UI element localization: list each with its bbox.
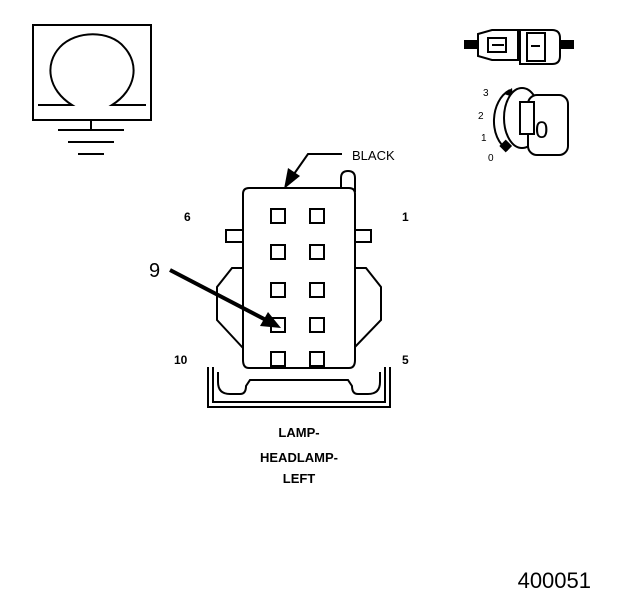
pin-cavity	[309, 208, 325, 224]
ignition-position-1: 1	[481, 133, 487, 144]
pin-cavity	[309, 317, 325, 333]
pin-cavity	[309, 351, 325, 367]
ground-icon	[58, 120, 124, 155]
connector-name-line-2: HEADLAMP-	[260, 450, 338, 465]
connector-name-line-3: LEFT	[283, 471, 316, 486]
ignition-position-3: 3	[483, 88, 489, 99]
connector-separated-icon	[464, 29, 574, 65]
pin-cavity	[270, 244, 286, 260]
connector-shroud	[207, 367, 391, 408]
wire-color-leader	[284, 153, 342, 189]
ignition-key-position: 0	[535, 117, 548, 144]
ignition-key-icon	[493, 87, 569, 156]
ignition-position-0: 0	[488, 153, 494, 164]
figure-id: 400051	[518, 568, 591, 593]
pin-cavities	[270, 208, 325, 367]
pin-cavity	[270, 208, 286, 224]
pin-cavity	[309, 282, 325, 298]
pin-label-5: 5	[402, 353, 409, 367]
connector-body	[216, 169, 382, 395]
pin-label-6: 6	[184, 210, 191, 224]
pin-cavity	[270, 351, 286, 367]
pin-callout-label: 9	[149, 260, 160, 282]
wire-color-label: BLACK	[352, 148, 395, 163]
pin-label-10: 10	[174, 353, 188, 367]
pin-label-1: 1	[402, 210, 409, 224]
pin-cavity	[270, 282, 286, 298]
ohm-icon	[32, 24, 152, 121]
connector-name-line-1: LAMP-	[278, 425, 319, 440]
ignition-position-2: 2	[478, 111, 484, 122]
pin-callout-arrow	[169, 268, 281, 328]
pin-cavity	[309, 244, 325, 260]
